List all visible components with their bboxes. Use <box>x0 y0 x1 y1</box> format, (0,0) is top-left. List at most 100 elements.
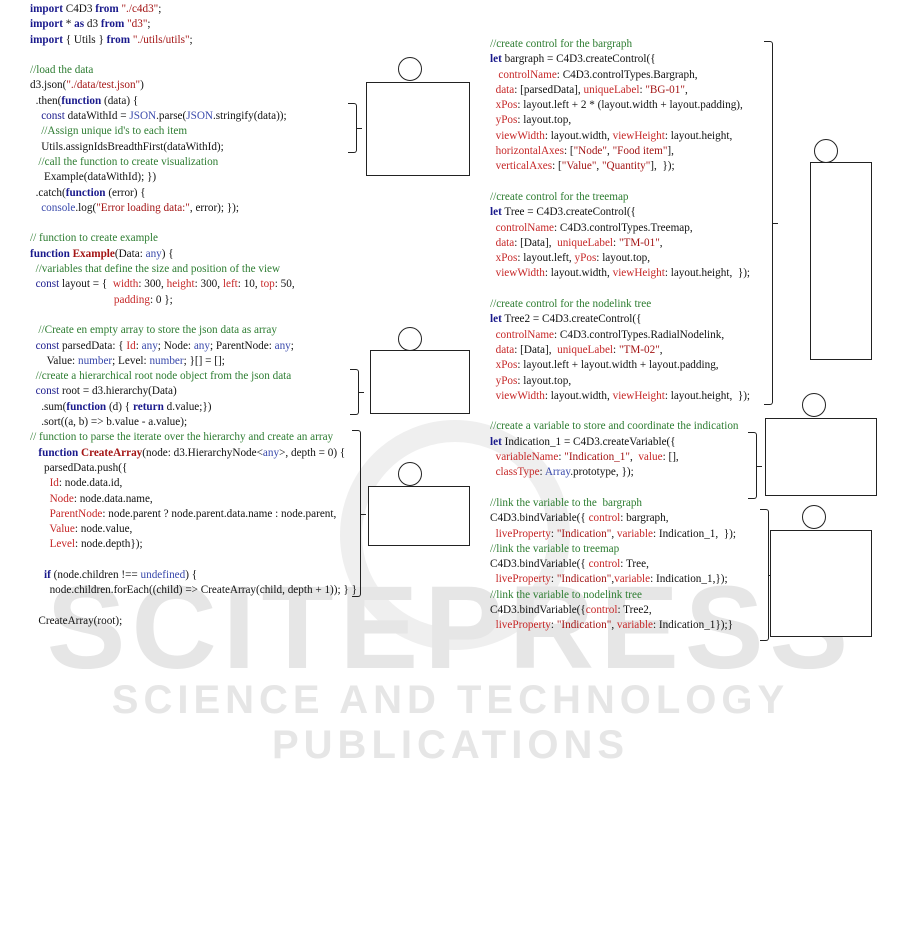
code-line: horizontalAxes: ["Node", "Food item"], <box>490 144 750 159</box>
code-token: viewWidth <box>495 267 545 280</box>
code-token: ; <box>158 3 162 15</box>
code-line: //create control for the nodelink tree <box>490 297 750 312</box>
code-line: import C4D3 from "./c4d3"; <box>30 2 357 17</box>
code-line: .sum(function (d) { return d.value;}) <box>30 400 357 415</box>
bracket-create-variable <box>748 432 762 499</box>
code-token: classType <box>495 466 540 479</box>
code-line: xPos: layout.left, yPos: layout.top, <box>490 251 750 266</box>
code-line: xPos: layout.left + 2 * (layout.width + … <box>490 98 750 113</box>
code-token: from <box>106 33 131 46</box>
code-token: uniqueLabel <box>557 236 614 249</box>
code-token: function <box>65 186 106 199</box>
code-token: .parse( <box>156 110 187 123</box>
code-token: : node.value, <box>74 523 133 536</box>
code-token: , <box>659 236 663 249</box>
code-line: .then(function (data) { <box>30 94 357 109</box>
code-token: Node <box>49 492 74 505</box>
code-token: control <box>585 603 618 616</box>
code-token: ], <box>667 145 674 158</box>
code-line: //create a hierarchical root node object… <box>30 369 357 384</box>
code-line: console.log("Error loading data:", error… <box>30 201 357 216</box>
code-token: : <box>539 466 545 479</box>
code-token: Array <box>544 466 571 479</box>
code-token: C4D3 <box>62 3 96 15</box>
code-token: , error); }); <box>189 201 240 214</box>
code-line: //call the function to create visualizat… <box>30 155 357 170</box>
code-line: C4D3.bindVariable({control: Tree2, <box>490 603 750 618</box>
code-token: variable <box>616 619 653 632</box>
code-token <box>30 508 50 520</box>
code-token: ; Level: <box>112 354 150 367</box>
code-token: let <box>490 435 502 448</box>
code-token: ; Node: <box>157 339 194 352</box>
code-token: Tree = C4D3.createControl({ <box>501 206 636 219</box>
code-token: top <box>260 278 275 291</box>
callout-box-6 <box>770 530 872 637</box>
code-line: //create a variable to store and coordin… <box>490 419 750 434</box>
code-token: : layout.left, <box>517 252 575 265</box>
code-token: any <box>274 339 291 352</box>
code-token: d.value;}) <box>163 400 212 413</box>
code-line: let Tree = C4D3.createControl({ <box>490 205 750 220</box>
code-token: //variables that define the size and pos… <box>30 263 281 276</box>
code-line: let bargraph = C4D3.createControl({ <box>490 52 750 67</box>
code-token: : Indication_1});} <box>652 619 733 632</box>
code-token: left <box>222 278 238 291</box>
code-line: viewWidth: layout.width, viewHeight: lay… <box>490 389 750 404</box>
code-token: , <box>611 527 617 540</box>
code-token: viewHeight <box>612 389 665 402</box>
code-token: yPos <box>495 114 518 127</box>
code-token: "Indication" <box>556 527 612 540</box>
code-token: //load the data <box>30 64 94 77</box>
code-token: const <box>35 339 60 352</box>
code-token: data <box>495 343 515 356</box>
code-token: : <box>558 451 565 464</box>
code-token: width <box>112 278 139 291</box>
code-token: : <box>613 236 619 249</box>
code-token: : [Data], <box>514 236 558 249</box>
code-token: ; <box>147 18 151 31</box>
code-token: ; ParentNode: <box>210 339 275 352</box>
callout-box-2 <box>370 350 470 414</box>
code-token: , <box>629 451 639 464</box>
code-token: "Food item" <box>612 145 668 158</box>
code-line: parsedData.push({ <box>30 461 357 476</box>
code-token: uniqueLabel <box>557 343 614 356</box>
code-token: .then( <box>30 94 62 107</box>
code-token: liveProperty <box>495 527 551 540</box>
code-token: "./data/test.json" <box>66 79 141 92</box>
code-token: verticalAxes <box>495 160 553 173</box>
code-token: : layout.top, <box>517 374 572 387</box>
code-token: : 0 }; <box>149 293 173 306</box>
code-line: Id: node.data.id, <box>30 476 357 491</box>
code-token: : layout.width, <box>544 389 613 402</box>
code-token: ParentNode <box>49 507 103 520</box>
bracket-bind-variable <box>760 509 774 641</box>
code-line: node.children.forEach((child) => CreateA… <box>30 583 357 598</box>
bracket-create-controls <box>764 41 778 405</box>
code-line: //link the variable to treemap <box>490 542 750 557</box>
code-line: .catch(function (error) { <box>30 186 357 201</box>
code-line: controlName: C4D3.controlTypes.RadialNod… <box>490 328 750 343</box>
code-line: //link the variable to the bargraph <box>490 496 750 511</box>
code-line <box>490 282 750 297</box>
code-token: : Indication_1, }); <box>652 527 736 540</box>
code-token: //create a variable to store and coordin… <box>490 420 739 433</box>
code-line: ParentNode: node.parent ? node.parent.da… <box>30 507 357 522</box>
code-token: //Assign unique id's to each item <box>30 125 188 138</box>
code-line: //create control for the treemap <box>490 190 750 205</box>
code-token: "./utils/utils" <box>132 33 190 46</box>
code-token: .sort((a, b) => b.value - a.value); <box>30 416 188 429</box>
code-line: liveProperty: "Indication",variable: Ind… <box>490 572 750 587</box>
code-token: "Node" <box>573 145 607 158</box>
code-token: undefined <box>140 568 186 581</box>
code-token: Id <box>49 477 59 490</box>
code-line: //variables that define the size and pos… <box>30 262 357 277</box>
code-token: >, depth = 0) { <box>279 446 346 459</box>
code-token: //create control for the treemap <box>490 190 629 203</box>
callout-circle-6 <box>802 505 826 529</box>
code-token: height <box>166 278 195 291</box>
code-token: (node.children !== <box>50 568 141 581</box>
callout-box-5 <box>765 418 877 496</box>
code-token: : bargraph, <box>620 512 669 525</box>
